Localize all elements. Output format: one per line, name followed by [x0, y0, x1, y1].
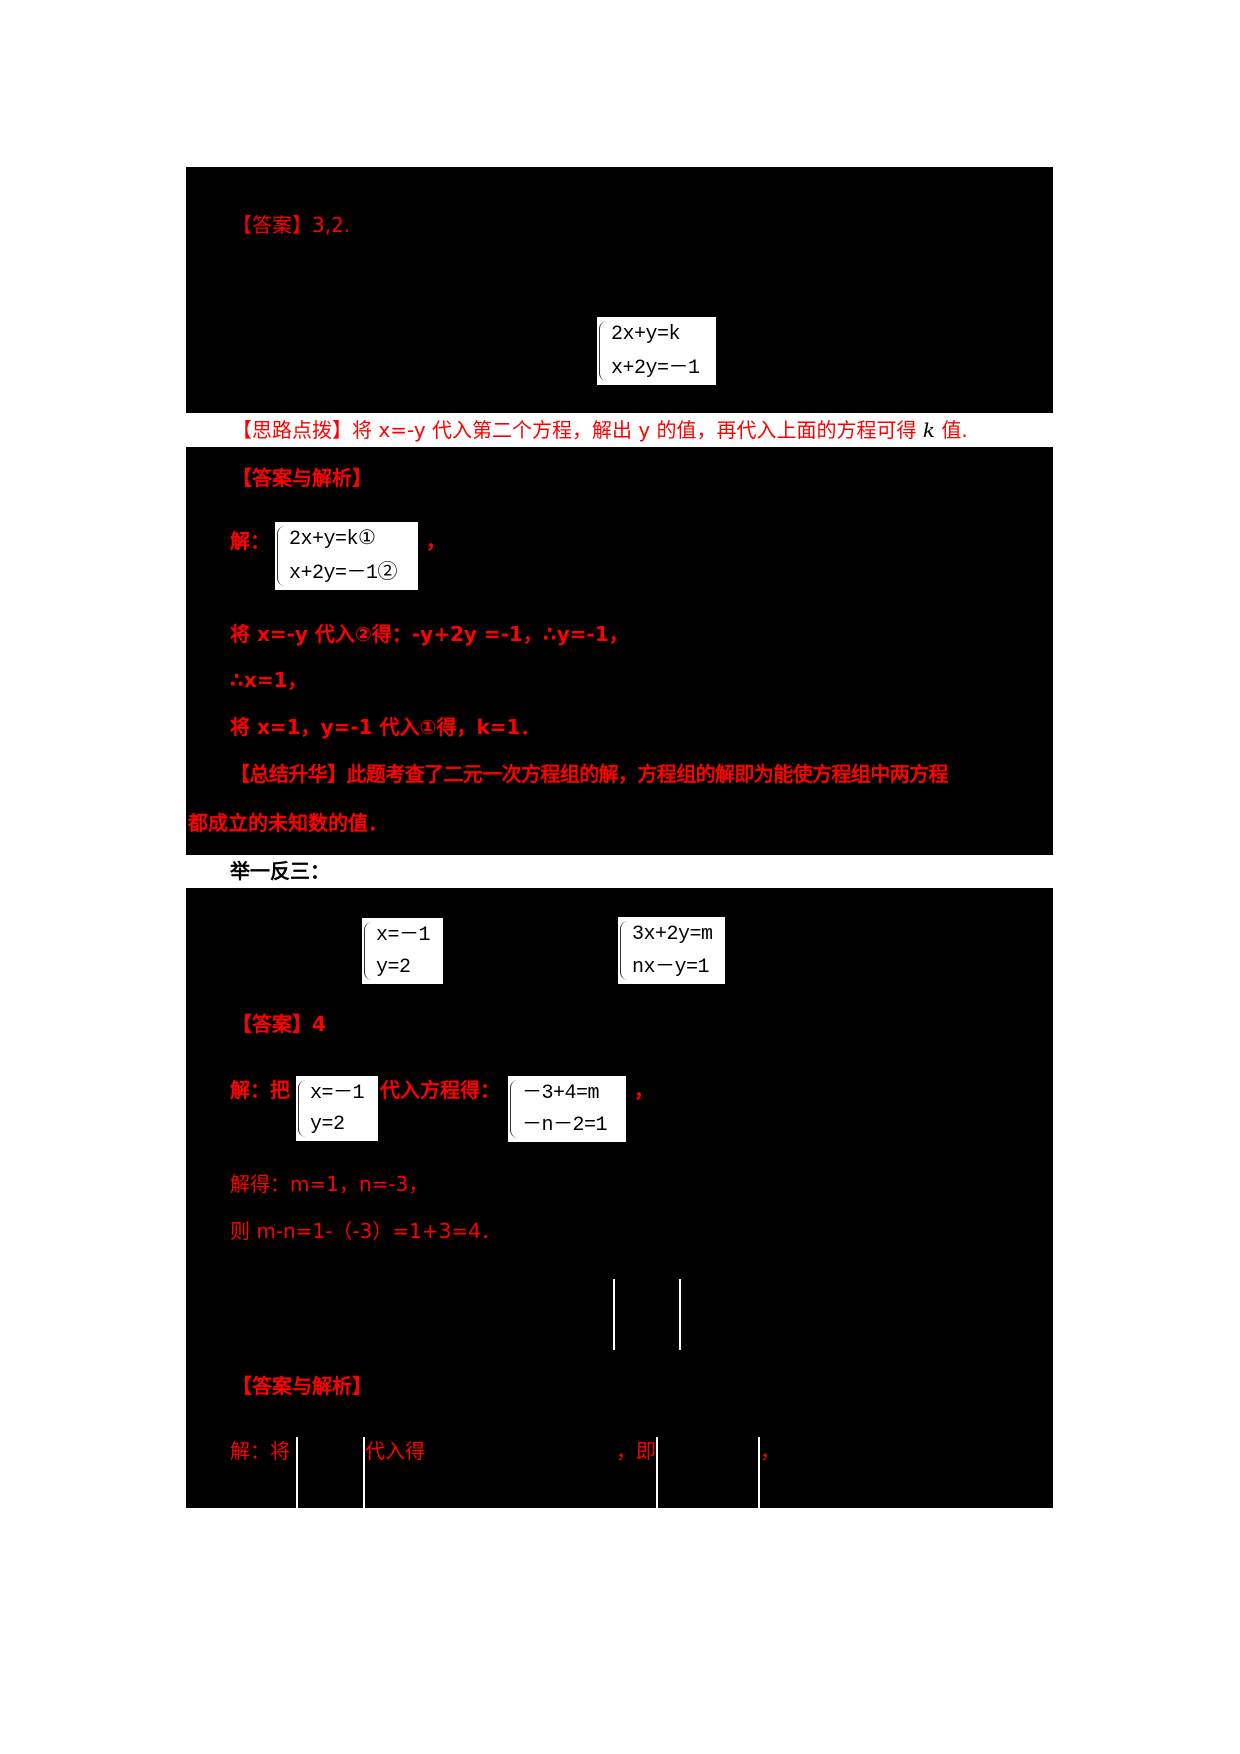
brace-icon [620, 921, 629, 980]
summary-line-2: 都成立的未知数的值． [188, 811, 388, 835]
solved-values: 解得：m=1，n=-3， [230, 1172, 429, 1196]
answer-text: 【答案】4 [232, 1012, 326, 1036]
answer-block-1: 【答案】3,2. 2x+y=k x+2y=－1 [186, 167, 1053, 413]
practice-block-3: x=－1 y=2 3x+2y=m nx－y=1 【答案】4 解：把 x=－1 y… [186, 888, 1053, 1508]
equation-system-numbered: 2x+y=k① x+2y=－1② [275, 522, 418, 590]
substituted-solution: x=－1 y=2 [296, 1076, 378, 1141]
formula-placeholder [656, 1437, 658, 1508]
given-system: 3x+2y=m nx－y=1 [618, 917, 725, 984]
hint-line: 【思路点拨】将 x=-y 代入第二个方程，解出 y 的值，再代入上面的方程可得 … [232, 418, 968, 442]
step-3: 将 x=1，y=-1 代入①得，k=1． [230, 715, 541, 739]
solution-block-2: 【答案与解析】 解： 2x+y=k① x+2y=－1② ， 将 x=-y 代入②… [186, 447, 1053, 855]
formula-placeholder-right [679, 1279, 681, 1350]
summary-line-1: 【总结升华】此题考查了二元一次方程组的解，方程组的解即为能使方程组中两方程 [230, 762, 948, 786]
section-heading: 【答案与解析】 [232, 1374, 372, 1398]
practice-title: 举一反三： [230, 859, 330, 883]
answer-text: 【答案】3,2. [232, 213, 351, 237]
brace-icon [298, 1080, 307, 1137]
brace-icon [599, 321, 608, 381]
formula-placeholder [758, 1437, 760, 1508]
section-heading: 【答案与解析】 [232, 466, 372, 490]
step-1: 将 x=-y 代入②得：-y+2y =-1，∴y=-1， [230, 622, 629, 646]
given-solution: x=－1 y=2 [362, 918, 443, 984]
formula-placeholder [363, 1437, 365, 1508]
equation-system-k: 2x+y=k x+2y=－1 [597, 317, 716, 385]
formula-placeholder [296, 1437, 298, 1508]
brace-icon [364, 922, 373, 980]
step-2: ∴x=1， [230, 668, 308, 692]
final-result: 则 m-n=1-（-3）=1+3=4． [230, 1219, 501, 1243]
formula-placeholder-left [613, 1279, 615, 1350]
result-system: －3+4=m －n－2=1 [508, 1076, 626, 1142]
solve-prefix: 解： [230, 529, 270, 553]
brace-icon [277, 526, 286, 586]
brace-icon [510, 1080, 519, 1138]
